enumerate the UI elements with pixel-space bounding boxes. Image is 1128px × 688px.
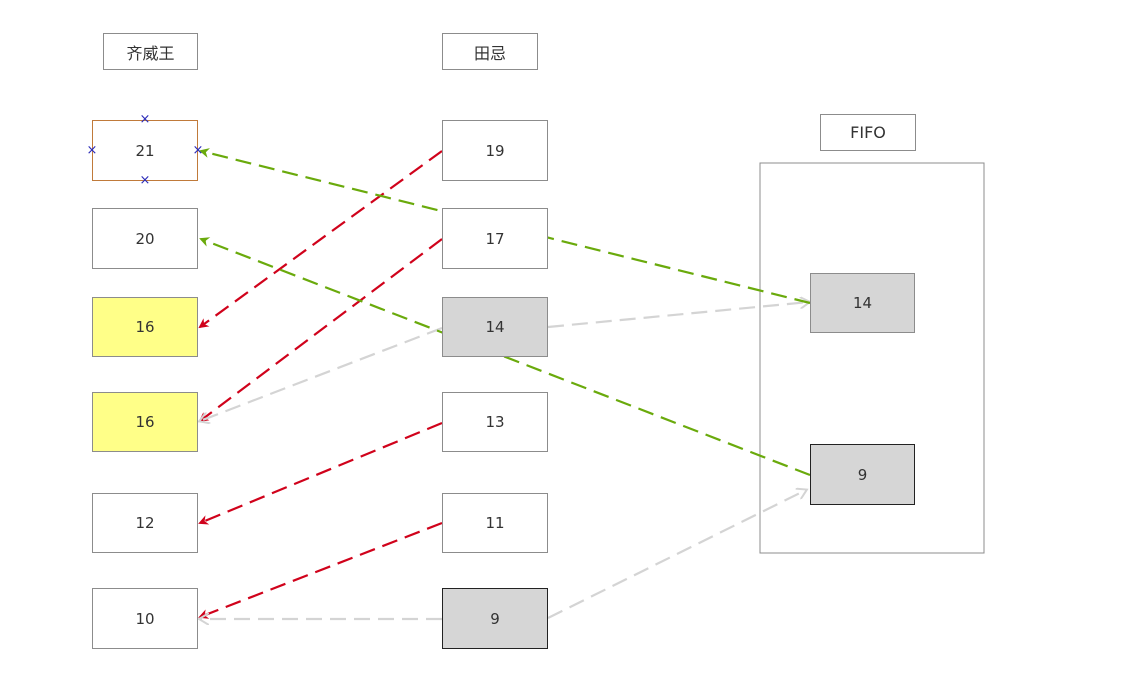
header-fifo: FIFO <box>820 114 916 151</box>
tian-horse-3[interactable]: 14 <box>442 297 548 357</box>
header-tian: 田忌 <box>442 33 538 70</box>
king-horse-6[interactable]: 10 <box>92 588 198 649</box>
arrow-19-to-16a <box>198 150 443 329</box>
king-horse-2[interactable]: 20 <box>92 208 198 269</box>
king-horse-5[interactable]: 12 <box>92 493 198 553</box>
arrow-14-to-16b <box>200 326 443 421</box>
tian-horse-2[interactable]: 17 <box>442 208 548 269</box>
fifo-item-2[interactable]: 9 <box>810 444 915 505</box>
selection-handle-bottom[interactable]: × <box>139 173 151 188</box>
arrow-17-to-16b <box>198 238 443 423</box>
selection-handle-left[interactable]: × <box>86 143 98 158</box>
tian-horse-1[interactable]: 19 <box>442 120 548 181</box>
tian-horse-5[interactable]: 11 <box>442 493 548 553</box>
arrow-14-to-fifo <box>547 302 809 329</box>
arrow-11-to-10 <box>198 521 443 619</box>
tian-horse-6[interactable]: 9 <box>442 588 548 649</box>
king-horse-1[interactable]: 21 <box>92 120 198 181</box>
king-horse-3[interactable]: 16 <box>92 297 198 357</box>
fifo-container <box>759 162 985 554</box>
arrow-13-to-12 <box>198 421 443 525</box>
arrow-fifo9-to-20 <box>199 237 811 477</box>
tian-horse-4[interactable]: 13 <box>442 392 548 452</box>
king-horse-4[interactable]: 16 <box>92 392 198 452</box>
header-king: 齐威王 <box>103 33 198 70</box>
fifo-item-1[interactable]: 14 <box>810 273 915 333</box>
selection-handle-top[interactable]: × <box>139 112 151 127</box>
selection-handle-right[interactable]: × <box>192 143 204 158</box>
arrow-9-to-fifo <box>547 490 806 619</box>
